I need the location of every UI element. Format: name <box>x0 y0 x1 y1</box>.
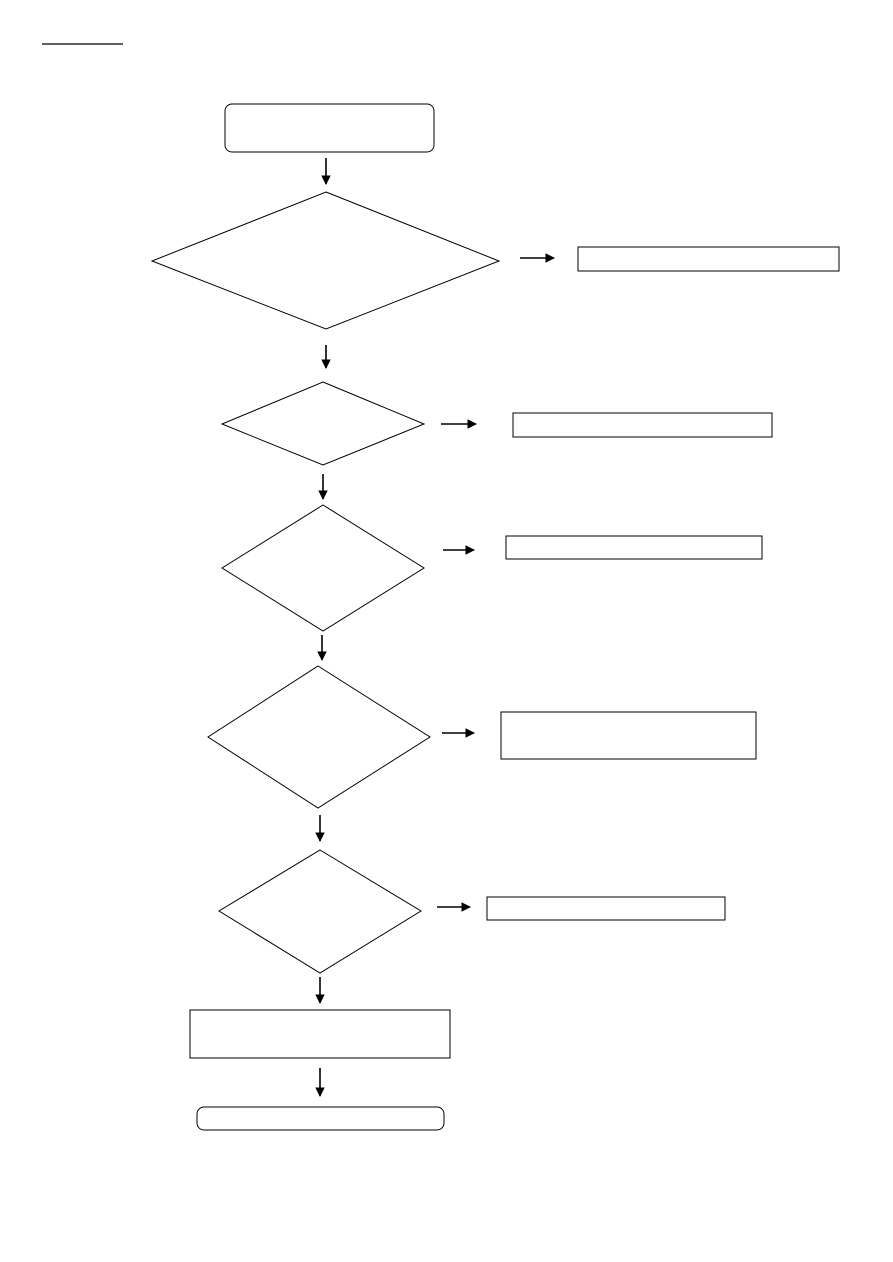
outcome-4-shape <box>500 711 757 760</box>
decision-5 <box>218 849 422 974</box>
outcome-4 <box>500 711 757 760</box>
decision-1 <box>150 191 501 330</box>
outcome-2-shape <box>512 412 773 438</box>
end-node-shape <box>196 1106 445 1131</box>
outcome-5 <box>486 896 726 921</box>
decision-4-shape <box>207 665 431 809</box>
outcome-5-shape <box>486 896 726 921</box>
decision-2-shape <box>220 381 426 466</box>
start-node-shape <box>224 103 435 153</box>
decision-4 <box>207 665 431 809</box>
decision-3 <box>221 504 425 632</box>
start-node <box>224 103 435 153</box>
outcome-1 <box>577 246 840 272</box>
outcome-1-shape <box>577 246 840 272</box>
decision-3-shape <box>221 504 425 632</box>
final-process <box>189 1009 451 1059</box>
outcome-2 <box>512 412 773 438</box>
final-process-shape <box>189 1009 451 1059</box>
decision-1-shape <box>150 191 501 330</box>
decision-2 <box>220 381 426 466</box>
outcome-3-shape <box>505 535 763 560</box>
end-node <box>196 1106 445 1131</box>
decision-5-shape <box>218 849 422 974</box>
outcome-3 <box>505 535 763 560</box>
